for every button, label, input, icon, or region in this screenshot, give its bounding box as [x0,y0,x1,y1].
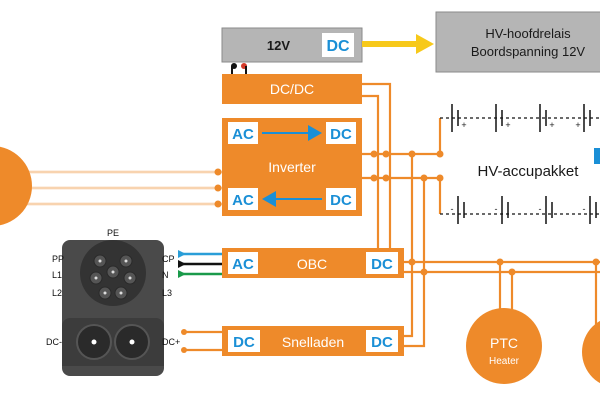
electric-motor [0,146,32,226]
pack-bot-minus-3: - [539,204,542,214]
pack-top-plus-2: + [505,120,510,130]
hv-relay-line1: HV-hoofdrelais [485,26,571,41]
wire-junctions [214,150,600,276]
pack-bot-minus-4: - [583,204,586,214]
inverter-row2-from: AC [232,192,254,209]
pack-bot-minus-1: - [451,204,454,214]
obc-right: DC [371,256,393,273]
connector-cp: CP [162,254,175,264]
pack-top-plus-3: + [549,120,554,130]
dcdc-converter: DC/DC [222,74,362,104]
connector-dc-minus: DC- [46,337,62,347]
pack-bot-minus-2: - [495,204,498,214]
ac-input-wires [178,250,222,278]
fastcharge-right: DC [371,334,393,351]
pack-top-plus-1: + [461,120,466,130]
ptc-line2: Heater [489,356,520,367]
obc-left: AC [232,256,254,273]
hv-consumer-partial [582,320,600,384]
charging-connector: PE PP L1 L2 CP N L3 DC- DC+ [46,228,180,376]
fast-charge: DC Snelladen DC [222,326,404,356]
connector-pp: PP [52,254,64,264]
inverter-row2-to: DC [330,192,352,209]
connector-n: N [162,270,169,280]
fastcharge-left: DC [233,334,255,351]
dc-input-wires [181,329,222,353]
inverter-row1-to: DC [330,126,352,143]
connector-l3: L3 [162,288,172,298]
connector-dc-plus: DC+ [162,337,180,347]
inverter: AC DC Inverter AC DC [222,118,362,216]
connector-pe: PE [107,228,119,238]
battery-12v: 12V DC [221,27,363,74]
fastcharge-label: Snelladen [282,334,344,350]
connector-l1: L1 [52,270,62,280]
hv-relay-line2: Boordspanning 12V [471,44,586,59]
ptc-line1: PTC [490,335,518,351]
ptc-heater: PTC Heater [466,308,542,384]
battery-12v-voltage: 12V [267,38,290,53]
pack-top-plus-4: + [575,120,580,130]
hv-relay-box: HV-hoofdrelais Boordspanning 12V [435,11,600,73]
hv-battery-pack: + + + + - - - - HV-accupakket [440,104,600,224]
onboard-charger: AC OBC DC [222,248,404,278]
hv-wiring [20,82,600,348]
inverter-row1-from: AC [232,126,254,143]
battery-12v-type: DC [326,38,350,55]
yellow-arrow [362,34,434,54]
obc-label: OBC [297,256,327,272]
inverter-title: Inverter [268,159,316,175]
connector-l2: L2 [52,288,62,298]
dcdc-label: DC/DC [270,81,314,97]
hv-pack-label: HV-accupakket [478,163,580,180]
